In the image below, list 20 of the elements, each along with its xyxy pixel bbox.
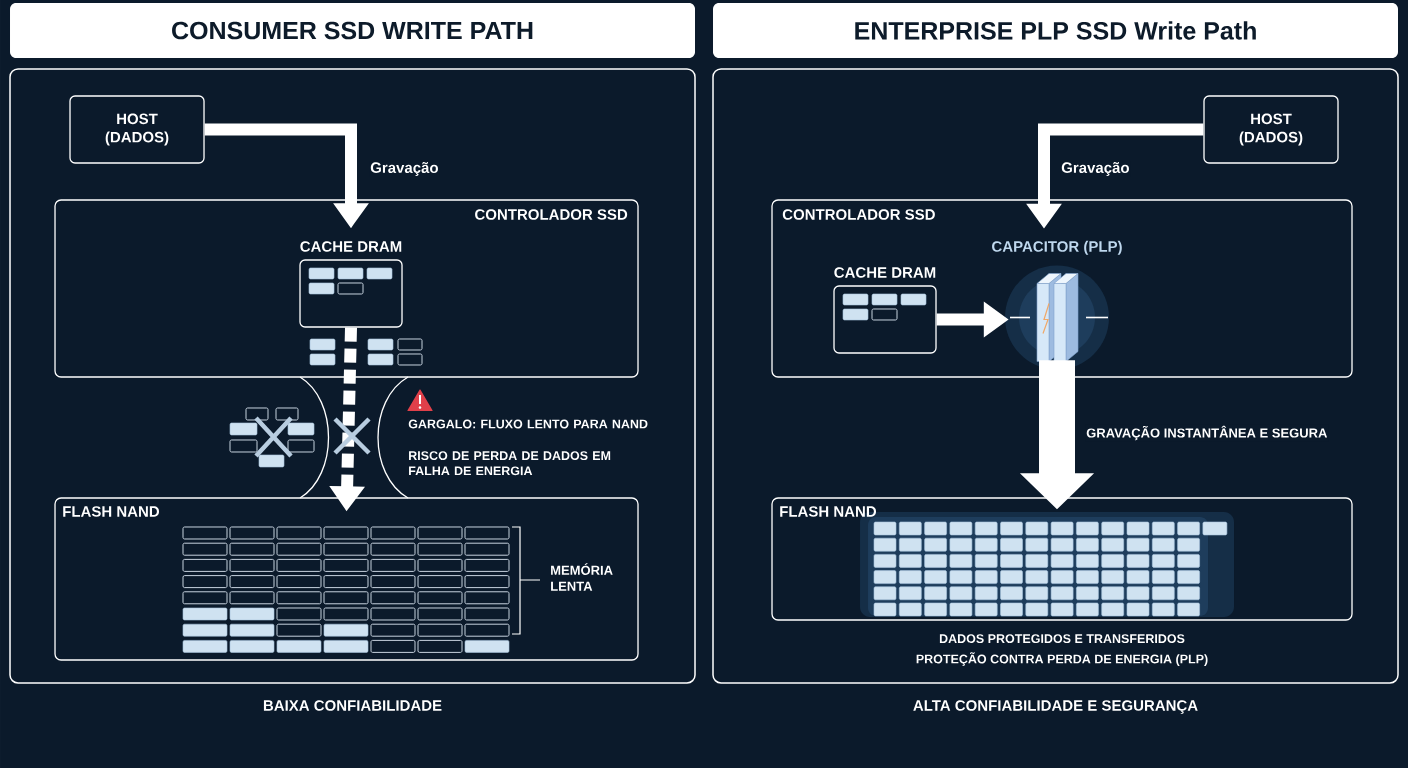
flash-box: FLASH NAND MEMÓRIA LENTA [54, 497, 639, 661]
cache-box: CACHE DRAM [833, 267, 937, 354]
cache-box: CACHE DRAM [299, 241, 403, 328]
edge-label: Gravação [369, 161, 440, 177]
title-banner: ENTERPRISE PLP SSD Write Path [713, 3, 1398, 58]
title-banner: CONSUMER SSD WRITE PATH [10, 3, 695, 58]
node-label: CACHE DRAM [834, 267, 936, 278]
node-label: DADOS PROTEGIDOS E TRANSFERIDOS [939, 634, 1185, 644]
node-label: BAIXA CONFIABILIDADE [263, 700, 442, 711]
flash-box: FLASH NAND [771, 497, 1353, 621]
panel-frame [712, 68, 1399, 684]
node-label: PROTEÇÃO CONTRA PERDA DE ENERGIA (PLP) [916, 652, 1208, 666]
host-box: HOST (DADOS) [1203, 95, 1339, 164]
warning-text: GARGALO: FLUXO LENTO PARA NAND [408, 419, 648, 429]
node-label: ALTA CONFIABILIDADE E SEGURANÇA [913, 700, 1198, 714]
node-label: CACHE DRAM [300, 241, 402, 252]
warning-text: RISCO DE PERDA DE DADOS EM FALHA DE ENERGIA [409, 451, 611, 476]
edge-label: Gravação [1060, 161, 1131, 177]
host-box: HOST (DADOS) [69, 95, 205, 164]
panel-frame [9, 68, 696, 684]
